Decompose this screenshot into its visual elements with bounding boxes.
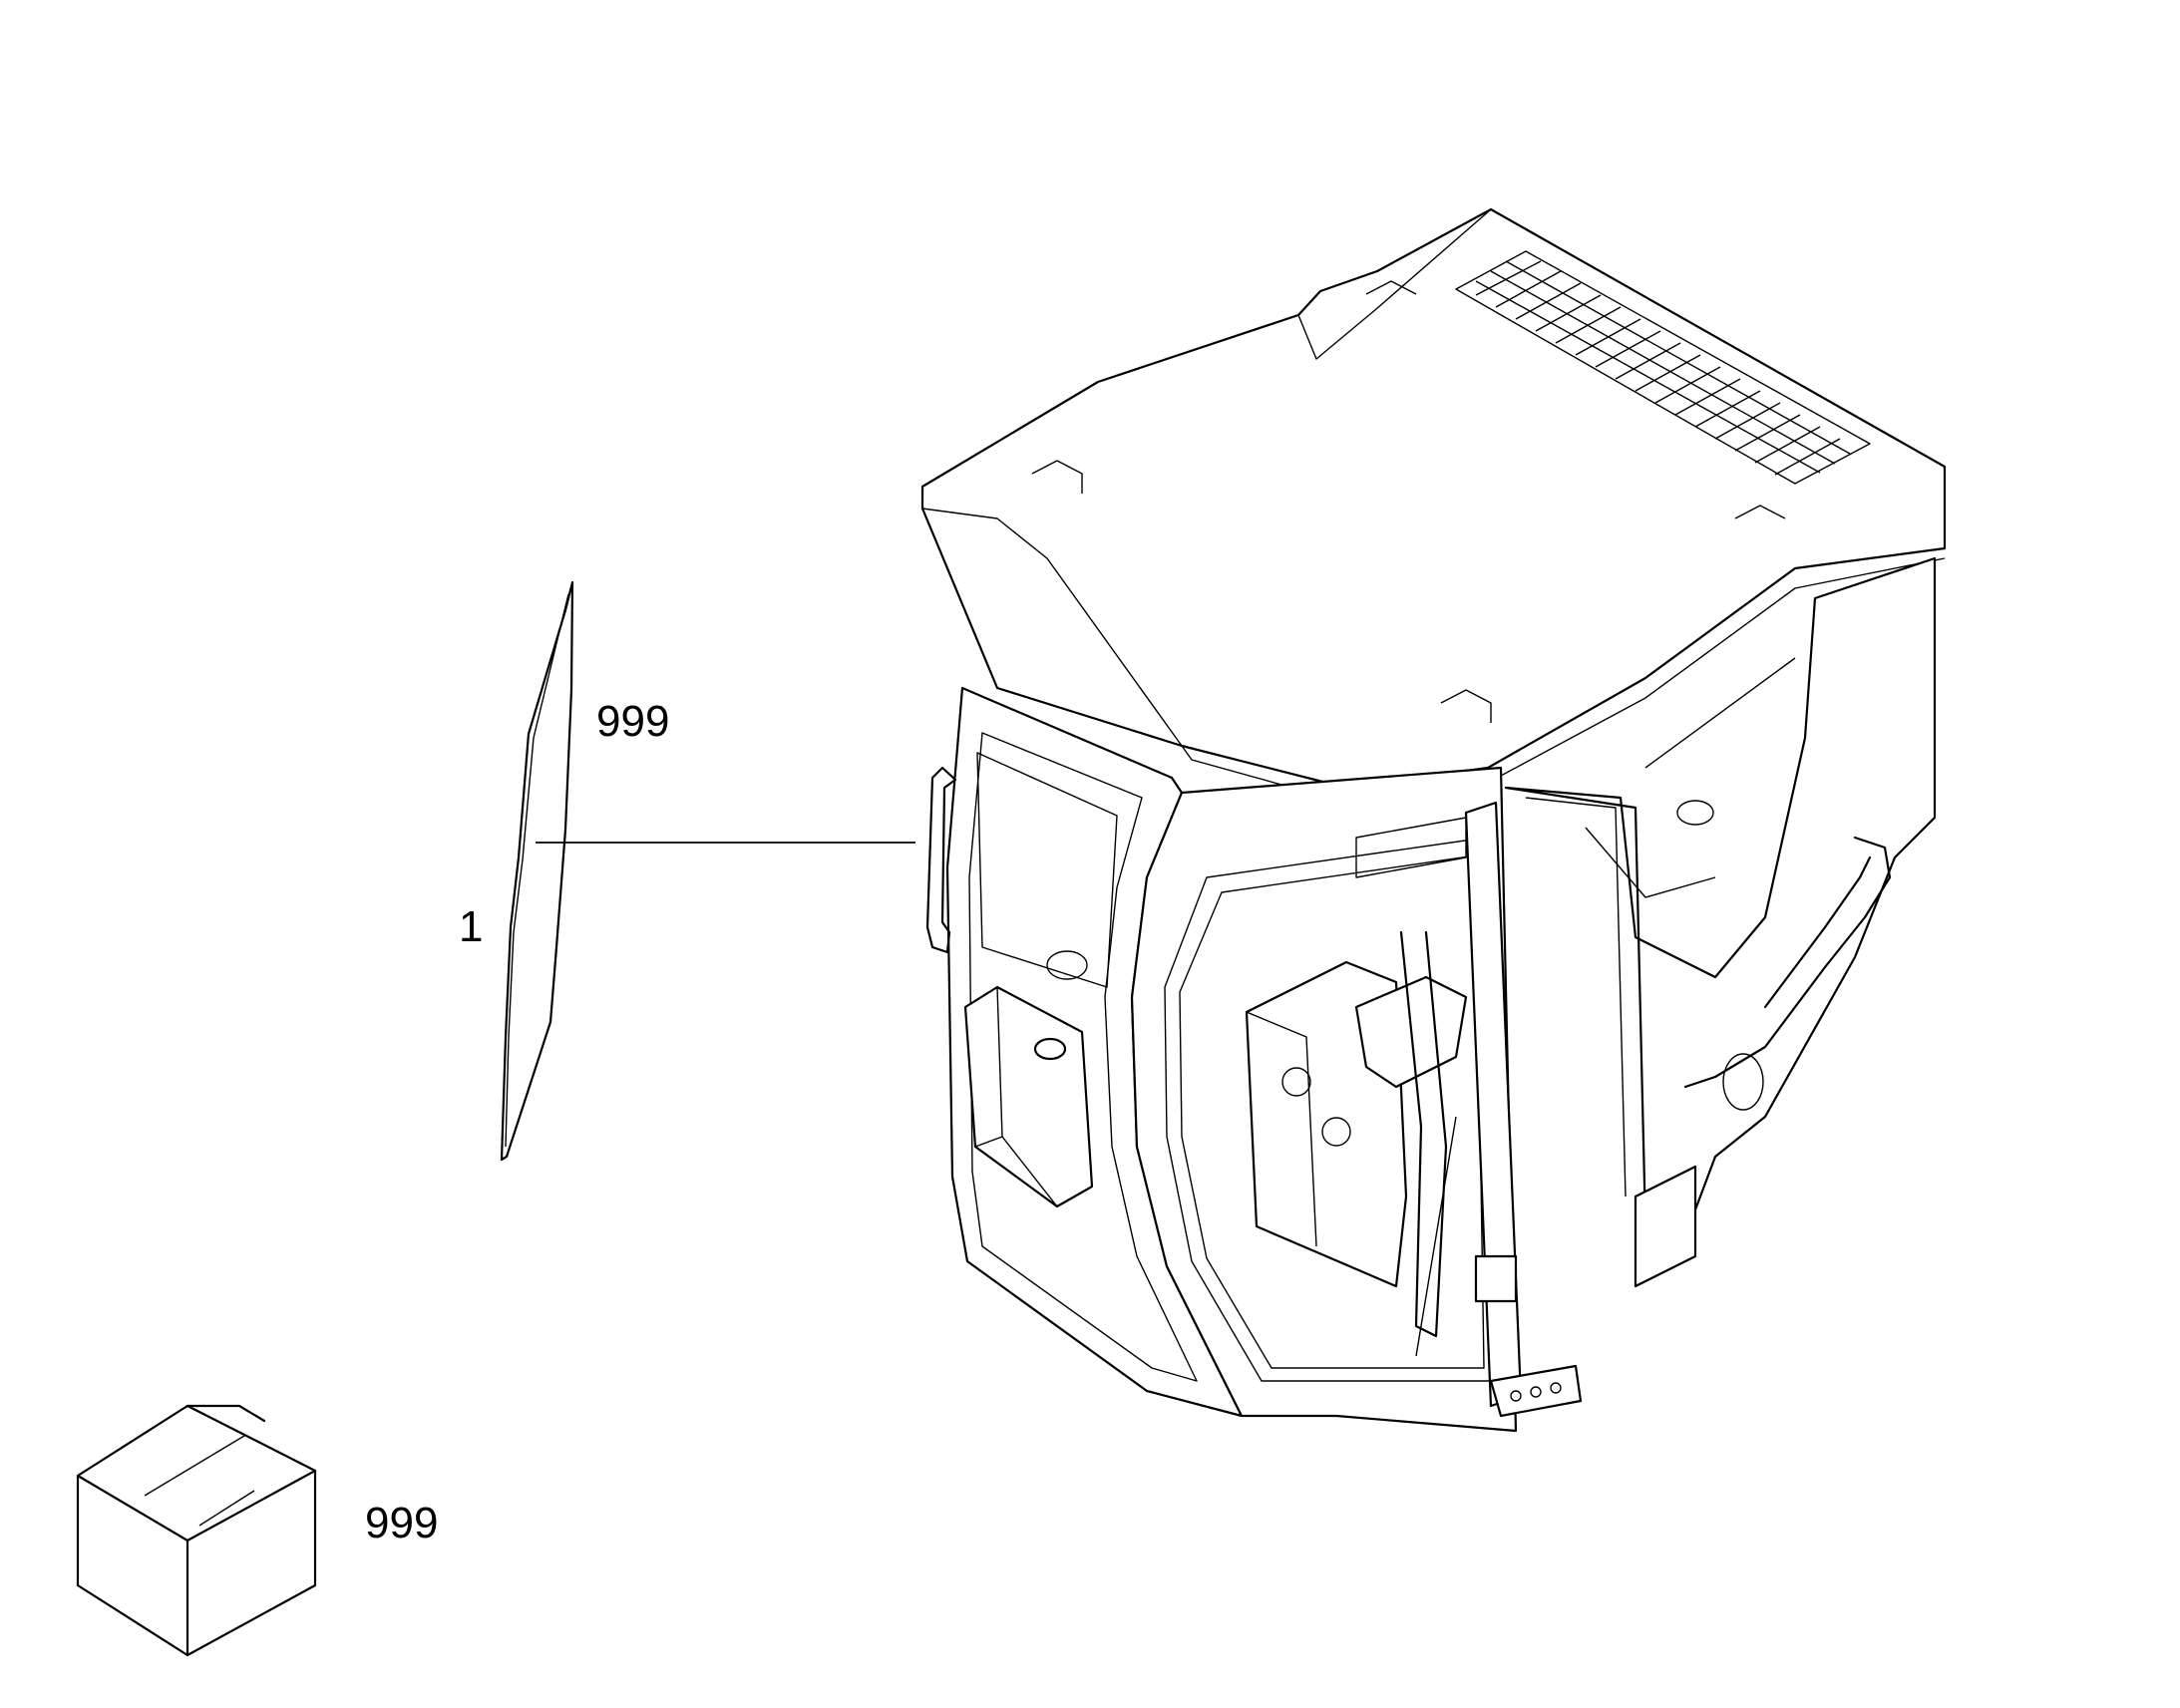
callout-part-1: 1: [459, 902, 484, 951]
operator-cab: [920, 207, 1947, 1433]
callout-999-box: 999: [365, 1499, 439, 1547]
washer-reservoir: [963, 985, 1094, 1208]
callout-999-glass: 999: [596, 697, 670, 746]
roof-vent-grille: [1455, 250, 1871, 485]
box-icon: [76, 1404, 317, 1657]
windshield-glass[interactable]: [500, 580, 574, 1162]
